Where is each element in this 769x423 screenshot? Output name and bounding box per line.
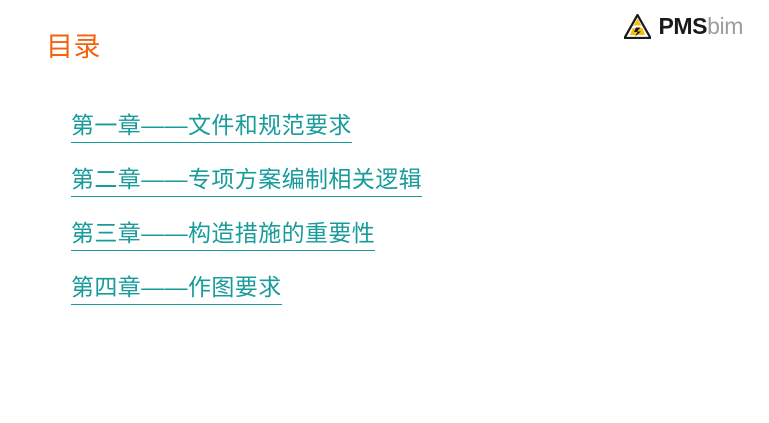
list-item: 第二章——专项方案编制相关逻辑 [71, 164, 691, 218]
brand-logo-text-secondary: bim [707, 12, 743, 39]
pmsbim-triangle-logo-icon [624, 13, 652, 39]
list-item: 第一章——文件和规范要求 [71, 110, 691, 164]
table-of-contents: 第一章——文件和规范要求 第二章——专项方案编制相关逻辑 第三章——构造措施的重… [71, 110, 691, 326]
list-item: 第三章——构造措施的重要性 [71, 218, 691, 272]
list-item: 第四章——作图要求 [71, 272, 691, 326]
toc-link-chapter-1[interactable]: 第一章——文件和规范要求 [71, 110, 352, 143]
brand-logo-text-primary: PMS [658, 12, 708, 39]
page-title: 目录 [46, 32, 101, 62]
toc-link-chapter-4[interactable]: 第四章——作图要求 [71, 272, 282, 305]
toc-link-chapter-2[interactable]: 第二章——专项方案编制相关逻辑 [71, 164, 422, 197]
toc-link-chapter-3[interactable]: 第三章——构造措施的重要性 [71, 218, 376, 251]
